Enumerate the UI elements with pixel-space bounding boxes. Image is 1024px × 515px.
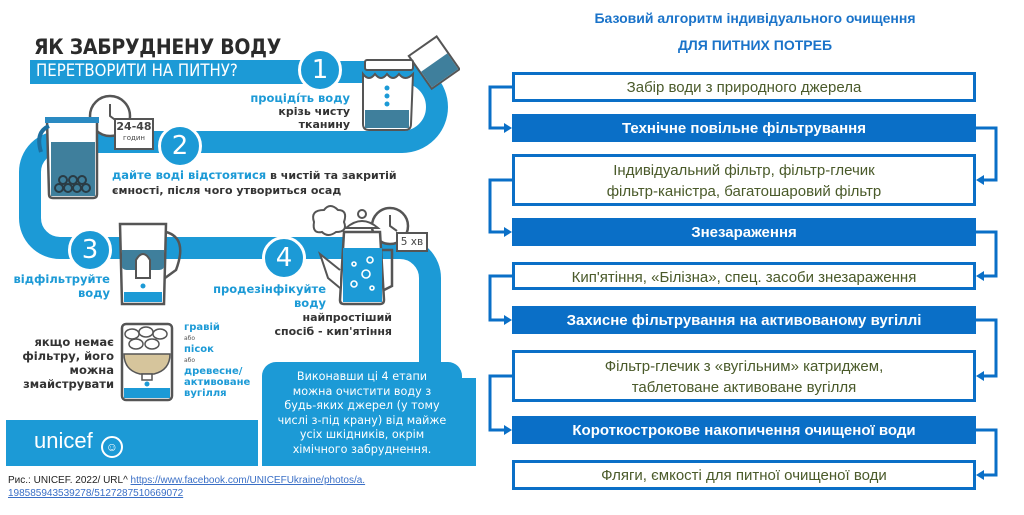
flow-box-text-line: Індивідуальний фільтр, фільтр-глечик xyxy=(613,162,875,179)
flow-arrowhead-icon xyxy=(504,425,512,435)
step-4-line2: спосіб - кип'ятіння xyxy=(274,325,393,338)
note-line: будь-яких джерел (у тому xyxy=(284,399,440,412)
step-2-line2: ємності, після чого утвориться осад xyxy=(112,184,342,197)
flow-box-text-line: Технічне повільне фільтрування xyxy=(622,120,866,137)
caption-prefix: Рис.: UNICEF. 2022/ URL^ xyxy=(8,475,131,486)
step-4-text: найпростіший спосіб - кип'ятіння xyxy=(250,311,393,339)
step-1-highlight: проціді́ть воду xyxy=(250,91,350,105)
step-1-text: проціді́ть воду крізь чисту тканину xyxy=(240,91,350,132)
flow-box-text-line: фільтр-каністра, багатошаровий фільтр xyxy=(606,183,882,200)
filter-layers-legend: гравій або пісок або древесне/ активован… xyxy=(184,322,250,399)
infographic-subtitle-bar: ПЕРЕТВОРИТИ НА ПИТНУ? xyxy=(30,60,312,84)
flow-box-text-line: Знезараження xyxy=(691,224,797,241)
flow-arrowhead-icon xyxy=(504,315,512,325)
settle-time-value: 24-48 xyxy=(116,120,152,133)
infographic-subtitle: ПЕРЕТВОРИТИ НА ПИТНУ? xyxy=(36,61,238,81)
boil-time-badge: 5 хв xyxy=(396,232,428,252)
flow-arrowhead-icon xyxy=(976,175,984,185)
flowchart-subtitle: ДЛЯ ПИТНИХ ПОТРЕБ xyxy=(677,37,833,53)
flow-box-storage-containers: Фляги, ємкості для питної очищеної води xyxy=(512,460,976,490)
layer-charcoal: вугілля xyxy=(184,388,227,399)
filter-pitcher-icon xyxy=(118,222,182,306)
layer-gravel: гравій xyxy=(184,322,220,333)
infographic-title: ЯК ЗАБРУДНЕНУ ВОДУ xyxy=(34,35,282,59)
layer-sand: пісок xyxy=(184,344,214,355)
flow-box-text-line: Фільтр-глечик з «вугільним» катриджем, xyxy=(604,358,884,375)
step-3-highlight-2: воду xyxy=(78,286,110,300)
diy-filter-line: якщо немає xyxy=(34,335,114,349)
flow-connector xyxy=(976,318,998,378)
flow-box-water-intake: Забір води з природного джерела xyxy=(512,72,976,102)
diy-filter-icon xyxy=(120,322,174,402)
flow-box-disinfection: Знезараження xyxy=(512,218,976,246)
settle-time-badge: 24-48 годин xyxy=(114,118,154,150)
flow-connector xyxy=(488,85,512,130)
flow-box-carbon-methods: Фільтр-глечик з «вугільним» катриджем, та… xyxy=(512,350,976,402)
flow-box-filter-types: Індивідуальний фільтр, фільтр-глечик філь… xyxy=(512,154,976,206)
diy-filter-text: якщо немає фільтру, його можна змайструв… xyxy=(22,335,114,391)
step-4-highlight: продезінфікуйте воду xyxy=(196,282,326,310)
layer-charcoal: древесне/ xyxy=(184,366,243,377)
carafe-clock-icon xyxy=(37,94,132,200)
step-4-number: 4 xyxy=(262,236,306,280)
diy-filter-line: змайструвати xyxy=(23,377,114,391)
step-4-line1: найпростіший xyxy=(302,311,392,324)
step-1-line2: тканину xyxy=(298,118,350,131)
flow-arrowhead-icon xyxy=(504,123,512,133)
step-3-highlight-1: відфільтруйте xyxy=(13,272,110,286)
step-2-highlight: дайте воді відстоятися xyxy=(112,168,267,182)
flow-box-text-line: Короткострокове накопичення очищеної вод… xyxy=(572,422,916,439)
flow-arrowhead-icon xyxy=(976,271,984,281)
source-link[interactable]: https://www.facebook.com/UNICEFUkraine/p… xyxy=(130,475,366,486)
flow-arrowhead-icon xyxy=(504,227,512,237)
jar-pouring-icon xyxy=(362,35,460,131)
step-4-highlight-2: воду xyxy=(294,296,326,310)
flow-arrowhead-icon xyxy=(976,371,984,381)
note-line: хімічного забруднення. xyxy=(292,442,432,456)
diy-filter-line: фільтру, його xyxy=(22,349,114,363)
flow-box-text-line: Захисне фільтрування на активованому вуг… xyxy=(566,312,922,329)
step-2-number: 2 xyxy=(158,124,202,168)
note-line: числі з-під крану) від майже xyxy=(277,413,447,427)
step-4-highlight-1: продезінфікуйте xyxy=(213,282,326,296)
step-2-line1: в чистій та закритій xyxy=(266,169,397,182)
flow-box-text-line: таблетоване активоване вугілля xyxy=(631,379,857,396)
flow-connector xyxy=(488,178,512,234)
layer-or: або xyxy=(184,335,196,342)
step-3-text: відфільтруйте воду xyxy=(10,272,110,300)
figure-caption: Рис.: UNICEF. 2022/ URL^ https://www.fac… xyxy=(8,474,408,500)
flow-box-text-line: Забір води з природного джерела xyxy=(626,79,862,96)
flow-connector xyxy=(976,428,998,477)
note-line: Виконавши ці 4 етапи xyxy=(296,370,428,383)
unicef-wordmark: unicef xyxy=(34,428,93,453)
layer-charcoal: активоване xyxy=(184,377,251,388)
flow-connector xyxy=(488,274,512,322)
summary-note: Виконавши ці 4 етапи можна очистити воду… xyxy=(262,362,462,466)
step-1-line1: крізь чисту xyxy=(278,105,350,118)
unicef-footer-bar xyxy=(6,420,258,466)
flow-connector xyxy=(976,230,998,278)
step-3-number: 3 xyxy=(68,228,112,272)
note-line: можна очистити воду з xyxy=(292,384,432,398)
flow-box-carbon-filtration: Захисне фільтрування на активованому вуг… xyxy=(512,306,976,334)
flowchart-title: Базовий алгоритм індивідуального очищенн… xyxy=(594,10,916,26)
diy-filter-line: можна xyxy=(69,363,114,377)
step-1-number: 1 xyxy=(298,48,342,92)
flow-box-text-line: Кип'ятіння, «Білізна», спец. засоби знез… xyxy=(571,269,917,286)
flow-arrowhead-icon xyxy=(976,470,984,480)
unicef-infographic: ЯК ЗАБРУДНЕНУ ВОДУ ПЕРЕТВОРИТИ НА ПИТНУ?… xyxy=(0,0,480,470)
flow-box-slow-filtration: Технічне повільне фільтрування xyxy=(512,114,976,142)
source-link-continued[interactable]: 198585943539278/5127287510669072 xyxy=(8,488,184,499)
flow-box-storage: Короткострокове накопичення очищеної вод… xyxy=(512,416,976,444)
unicef-logo: unicef ☺ xyxy=(34,428,123,458)
step-2-text: дайте воді відстоятися в чистій та закри… xyxy=(112,168,402,198)
layer-or: або xyxy=(184,357,196,364)
flow-box-disinfection-methods: Кип'ятіння, «Білізна», спец. засоби знез… xyxy=(512,262,976,290)
unicef-emblem-icon: ☺ xyxy=(100,436,123,458)
flow-connector xyxy=(976,126,998,182)
settle-time-unit: годин xyxy=(123,134,145,142)
flow-connector xyxy=(488,374,512,432)
flow-box-text-line: Фляги, ємкості для питної очищеної води xyxy=(601,467,887,484)
note-line: усіх шкідників, окрім xyxy=(299,428,425,441)
